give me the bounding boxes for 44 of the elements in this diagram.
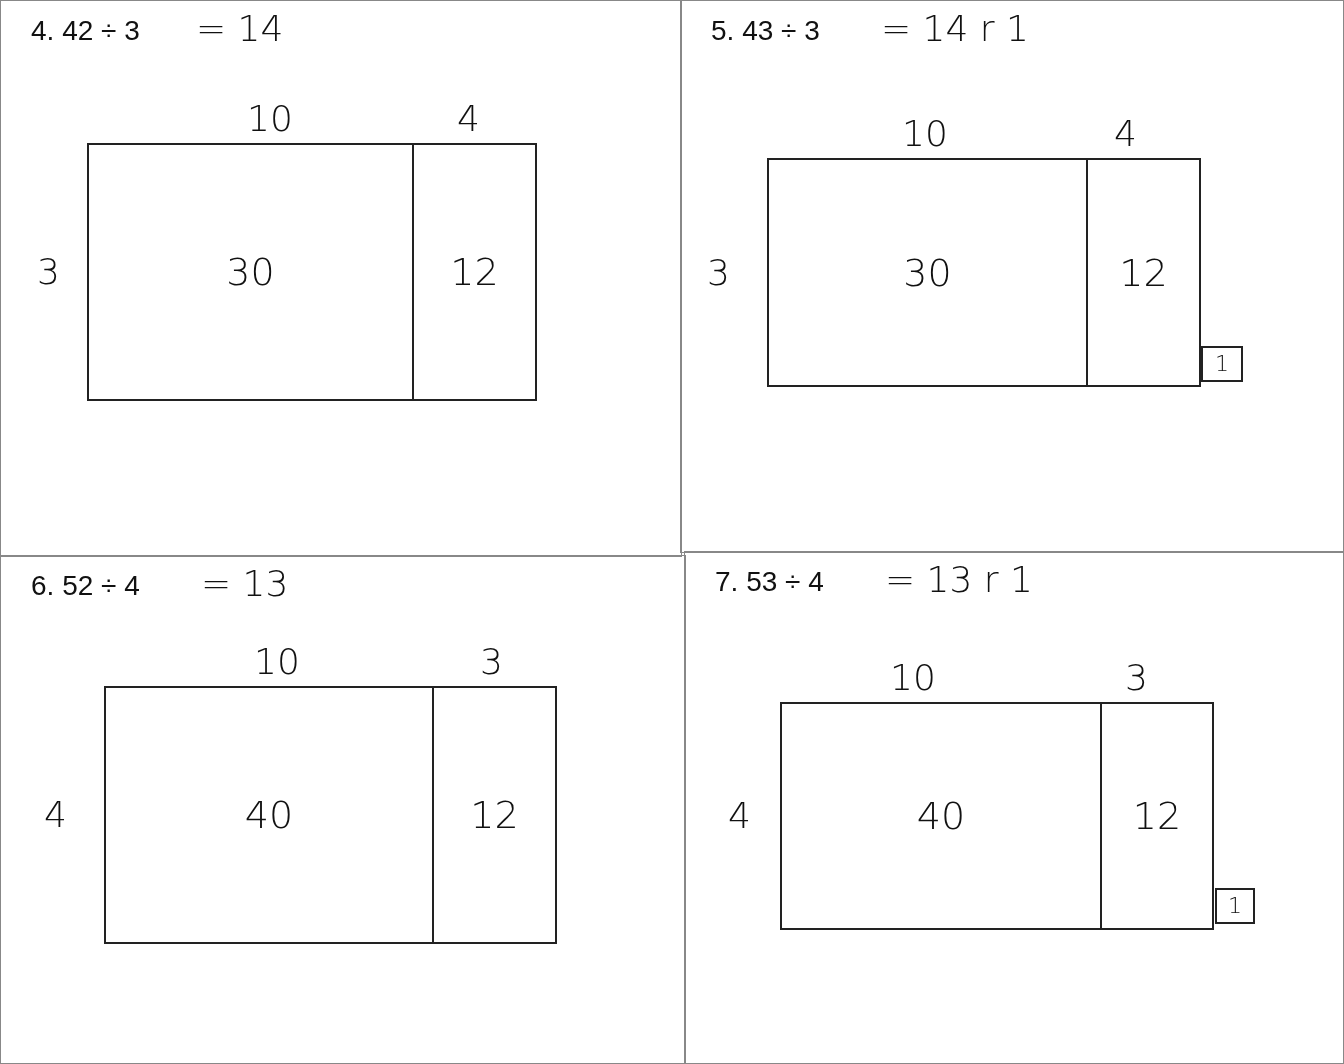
area-box <box>432 686 557 944</box>
answer-text: = 14 <box>196 11 284 47</box>
area-value: 1 <box>1215 353 1229 375</box>
area-value: 12 <box>1132 797 1182 835</box>
area-value: 12 <box>1119 253 1168 292</box>
area-value: 30 <box>903 253 952 292</box>
area-value: 12 <box>470 796 519 834</box>
dimension-label: 3 <box>707 254 730 291</box>
area-box <box>767 158 1088 387</box>
dimension-label: 3 <box>1125 660 1148 696</box>
answer-text: = 14 r 1 <box>881 11 1029 47</box>
problem-panel <box>680 0 1344 553</box>
problem-panel <box>0 0 682 557</box>
answer-text: = 13 r 1 <box>885 562 1033 598</box>
answer-text: = 13 <box>201 566 289 602</box>
dimension-label: 4 <box>728 798 751 834</box>
area-value: 40 <box>916 797 966 835</box>
dimension-label: 4 <box>1114 116 1137 152</box>
area-value: 40 <box>244 796 294 834</box>
dimension-label: 10 <box>902 116 948 152</box>
problem-panel <box>684 551 1344 1064</box>
dimension-label: 10 <box>247 101 293 137</box>
area-box <box>412 143 537 401</box>
area-box <box>780 702 1102 930</box>
area-value: 1 <box>1228 895 1242 917</box>
dimension-label: 3 <box>480 644 503 680</box>
problem-text: 6. 52 ÷ 4 <box>31 572 140 600</box>
dimension-label: 3 <box>37 254 60 290</box>
remainder-box <box>1201 346 1243 382</box>
area-box <box>1100 702 1214 930</box>
problem-text: 4. 42 ÷ 3 <box>31 17 140 45</box>
area-box <box>1086 158 1201 387</box>
dimension-label: 4 <box>457 101 480 137</box>
remainder-box <box>1215 888 1255 924</box>
area-value: 12 <box>450 253 499 291</box>
area-box <box>104 686 434 944</box>
problem-text: 5. 43 ÷ 3 <box>711 17 820 45</box>
dimension-label: 10 <box>254 644 300 680</box>
problem-text: 7. 53 ÷ 4 <box>715 568 824 596</box>
dimension-label: 10 <box>890 660 936 696</box>
dimension-label: 4 <box>44 797 67 833</box>
area-box <box>87 143 414 401</box>
area-value: 30 <box>226 253 275 291</box>
problem-panel <box>0 555 686 1064</box>
